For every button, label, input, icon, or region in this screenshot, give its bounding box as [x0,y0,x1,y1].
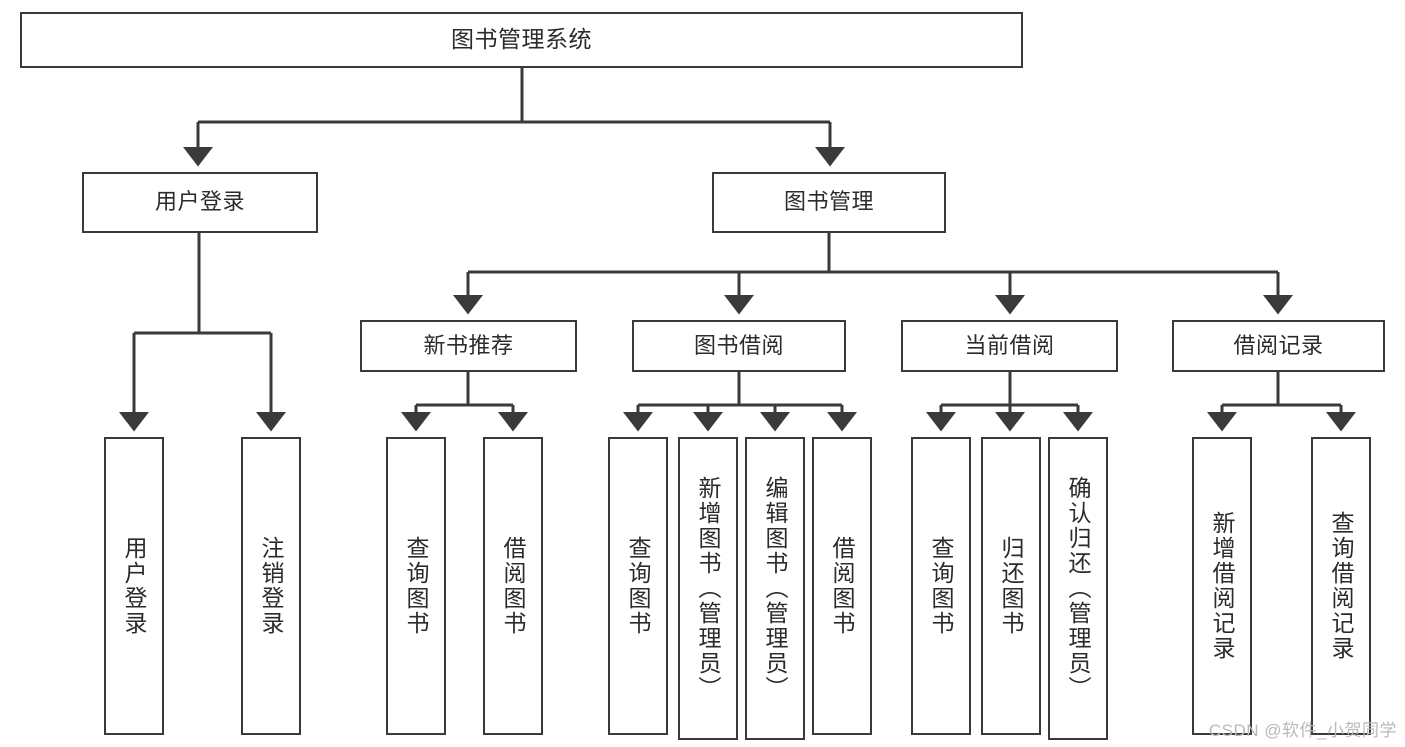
node-label: 当前借阅 [964,332,1055,358]
node-label: 新书推荐 [423,332,514,358]
node-label: 新增图书（管理员） [695,476,722,701]
node-label: 借阅图书 [829,536,856,636]
csdn-watermark: CSDN @软件_小贺同学 [1208,721,1397,740]
node-label: 图书借阅 [693,332,784,358]
node-label: 查询图书 [625,536,652,636]
leaf-user-login-logout[interactable]: 注销登录 [241,437,301,735]
node-user-login[interactable]: 用户登录 [82,172,318,233]
node-label: 图书管理 [783,189,874,215]
leaf-current-query-book[interactable]: 查询图书 [911,437,971,735]
leaf-recommend-borrow-book[interactable]: 借阅图书 [483,437,543,735]
node-label: 新增借阅记录 [1209,511,1236,661]
node-book-management[interactable]: 图书管理 [712,172,946,233]
node-label: 借阅图书 [500,536,527,636]
leaf-current-confirm-return-admin[interactable]: 确认归还（管理员） [1048,437,1108,740]
node-label: 用户登录 [121,536,148,636]
node-label: 查询图书 [403,536,430,636]
leaf-current-return-book[interactable]: 归还图书 [981,437,1041,735]
leaf-recommend-query-book[interactable]: 查询图书 [386,437,446,735]
leaf-borrow-borrow-book[interactable]: 借阅图书 [812,437,872,735]
node-new-book-recommend[interactable]: 新书推荐 [360,320,577,372]
leaf-record-add-record[interactable]: 新增借阅记录 [1192,437,1252,735]
node-label: 用户登录 [154,189,245,215]
leaf-user-login-login[interactable]: 用户登录 [104,437,164,735]
node-current-borrow[interactable]: 当前借阅 [901,320,1118,372]
node-root-system[interactable]: 图书管理系统 [20,12,1023,68]
node-label: 查询借阅记录 [1328,511,1355,661]
node-label: 归还图书 [998,536,1025,636]
node-book-borrow[interactable]: 图书借阅 [632,320,846,372]
node-label: 确认归还（管理员） [1065,476,1092,701]
leaf-borrow-query-book[interactable]: 查询图书 [608,437,668,735]
node-label: 查询图书 [928,536,955,636]
node-borrow-record[interactable]: 借阅记录 [1172,320,1385,372]
leaf-borrow-edit-book-admin[interactable]: 编辑图书（管理员） [745,437,805,740]
node-label: 编辑图书（管理员） [762,476,789,701]
node-label: 借阅记录 [1233,332,1324,358]
node-label: 注销登录 [258,536,285,636]
leaf-borrow-add-book-admin[interactable]: 新增图书（管理员） [678,437,738,740]
leaf-record-query-record[interactable]: 查询借阅记录 [1311,437,1371,735]
node-label: 图书管理系统 [451,26,592,53]
